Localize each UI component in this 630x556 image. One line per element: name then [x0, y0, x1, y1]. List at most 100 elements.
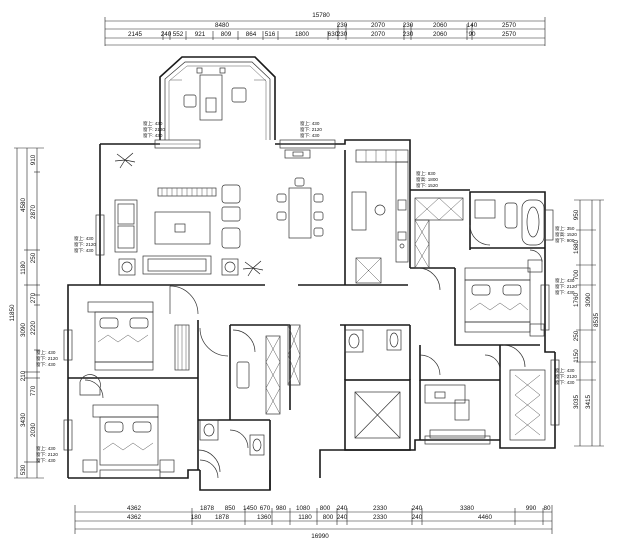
west-bedroom-furniture: [79, 301, 154, 396]
bottom-row1-dim-12: 990: [526, 505, 537, 512]
left-col2-dim-3: 270: [30, 292, 37, 303]
top-row2-dim-1: 240: [161, 31, 172, 38]
left-dimensions: 11850 4580 1180 3090 210 3430 530 910 28…: [9, 147, 44, 479]
bottom-row1-dim-9: 2330: [373, 505, 388, 512]
bottom-row1-dim-3: 1450: [243, 505, 258, 512]
bottom-row1-dim-10: 240: [412, 505, 423, 512]
label-living-line-0: 窗上: 430: [74, 235, 94, 242]
top-dimensions: 15780 8480 230 2070 230 2060 140 2570 2: [104, 12, 546, 46]
label-kitchen-line-1: 窗高: 1800: [416, 176, 438, 183]
bottom-row1-dim-2: 850: [225, 505, 236, 512]
right-col1-dim-3: 1760: [573, 293, 580, 308]
top-row2-dim-5: 864: [246, 31, 257, 38]
label-study-line-2: 窗下: 430: [555, 379, 575, 386]
left-col1-dim-0: 4580: [20, 198, 27, 213]
top-row2-dim-2: 552: [173, 31, 184, 38]
top-row2-dim-9: 230: [337, 31, 348, 38]
label-bath-ne-line-0: 窗上: 350: [555, 225, 575, 232]
right-total-dim: 8535: [593, 313, 600, 328]
label-sw-line-1: 窗下: 2120: [36, 451, 58, 458]
label-bay-line-1: 窗下: 2120: [143, 126, 165, 133]
bottom-row1-dim-8: 240: [337, 505, 348, 512]
bottom-row1-dim-11: 3380: [460, 505, 475, 512]
doors: [84, 224, 526, 473]
bottom-row1-dim-7: 800: [320, 505, 331, 512]
left-col2-dim-2: 250: [30, 252, 37, 263]
right-col1-dim-2: 700: [573, 269, 580, 280]
study-furniture: [424, 354, 546, 441]
top-total-dim: 15780: [312, 12, 330, 19]
top-row1-dim-0: 8480: [215, 22, 230, 29]
windows: [63, 139, 560, 479]
right-dimensions: 950 1680 700 1760 3090 250 1150 3035 341…: [573, 199, 604, 447]
label-living-line-2: 窗下: 430: [74, 247, 94, 254]
kitchen-furniture: [355, 149, 409, 284]
top-row2-dim-14: 2570: [502, 31, 517, 38]
bottom-row2-dim-4: 1180: [298, 514, 312, 521]
top-row1-dim-2: 2070: [371, 22, 386, 29]
bottom-row1-dim-0: 4362: [127, 505, 142, 512]
label-west-line-0: 窗上: 430: [36, 349, 56, 356]
top-row1-dim-5: 140: [467, 22, 478, 29]
right-col1-dim-5: 250: [573, 330, 580, 341]
top-row2-dim-11: 230: [403, 31, 414, 38]
interior-walls: [68, 150, 545, 490]
label-sw-line-2: 窗下: 430: [36, 457, 56, 464]
bottom-row2-dim-1: 180: [191, 514, 202, 521]
label-west-line-1: 窗下: 2120: [36, 355, 58, 362]
left-col1-dim-3: 210: [20, 370, 27, 381]
bottom-row1-dim-5: 980: [276, 505, 287, 512]
bottom-row2-dim-8: 240: [412, 514, 423, 521]
top-row2-dim-8: 630: [328, 31, 339, 38]
top-row2-dim-3: 921: [195, 31, 206, 38]
label-living-line-1: 窗下: 2120: [74, 241, 96, 248]
label-lr-window-line-1: 窗下: 2120: [300, 126, 322, 133]
bottom-row2-dim-3: 1360: [257, 514, 272, 521]
label-lr-window-line-2: 窗下: 430: [300, 132, 320, 139]
right-col1-dim-4: 3090: [585, 293, 592, 308]
left-col1-dim-2: 3090: [20, 323, 27, 338]
top-row2-dim-13: 90: [468, 31, 476, 38]
room-labels: 窗上: 430 窗下: 2120 窗下: 430 窗上: 430 窗下: 212…: [36, 120, 577, 464]
bottom-row2-dim-5: 800: [323, 514, 334, 521]
right-col1-dim-6: 1150: [573, 349, 580, 363]
label-master-line-2: 窗下: 430: [555, 289, 575, 296]
left-col2-dim-6: 2030: [30, 423, 37, 438]
label-master-line-0: 窗上: 430: [555, 277, 575, 284]
label-master-line-1: 窗下: 2120: [555, 283, 577, 290]
top-row2-dim-7: 1800: [295, 31, 310, 38]
top-row2-dim-6: 516: [265, 31, 276, 38]
bottom-row1-dim-4: 670: [260, 505, 271, 512]
master-bedroom-furniture: [464, 249, 545, 337]
right-col1-dim-0: 950: [573, 209, 580, 220]
label-bath-ne-line-2: 窗下: 900: [555, 237, 575, 244]
left-total-dim: 11850: [9, 304, 16, 322]
bottom-row1-dim-6: 1080: [296, 505, 311, 512]
top-row2-dim-10: 2070: [371, 31, 386, 38]
label-bay-line-0: 窗上: 430: [143, 120, 163, 127]
bottom-row2-dim-2: 1878: [215, 514, 230, 521]
dining-furniture: [276, 177, 386, 239]
top-row1-dim-3: 230: [403, 22, 414, 29]
bottom-row2-dim-0: 4362: [127, 514, 142, 521]
sw-bedroom-furniture: [82, 404, 175, 473]
label-kitchen-line-0: 窗上: 830: [416, 170, 436, 177]
bottom-row2-dim-9: 4460: [478, 514, 493, 521]
left-col1-dim-5: 530: [20, 464, 27, 475]
top-row2-dim-4: 809: [221, 31, 232, 38]
elevator: [354, 391, 401, 439]
right-col1-dim-1: 1680: [573, 240, 580, 255]
bottom-row1-dim-1: 1878: [200, 505, 215, 512]
left-col1-dim-4: 3430: [20, 413, 27, 428]
label-kitchen-line-2: 窗下: 1520: [416, 182, 438, 189]
label-study-line-0: 窗上: 430: [555, 367, 575, 374]
bottom-dimensions: 4362 1878 850 1450 670 980 1080 800 240 …: [74, 505, 553, 540]
label-sw-line-0: 窗上: 430: [36, 445, 56, 452]
bottom-total-dim: 16990: [311, 533, 329, 540]
left-col2-dim-5: 770: [30, 385, 37, 396]
bathroom-fixtures: [199, 199, 545, 479]
right-col1-dim-8: 3415: [585, 395, 592, 410]
top-row1-dim-4: 2060: [433, 22, 448, 29]
top-row2-dim-12: 2060: [433, 31, 448, 38]
